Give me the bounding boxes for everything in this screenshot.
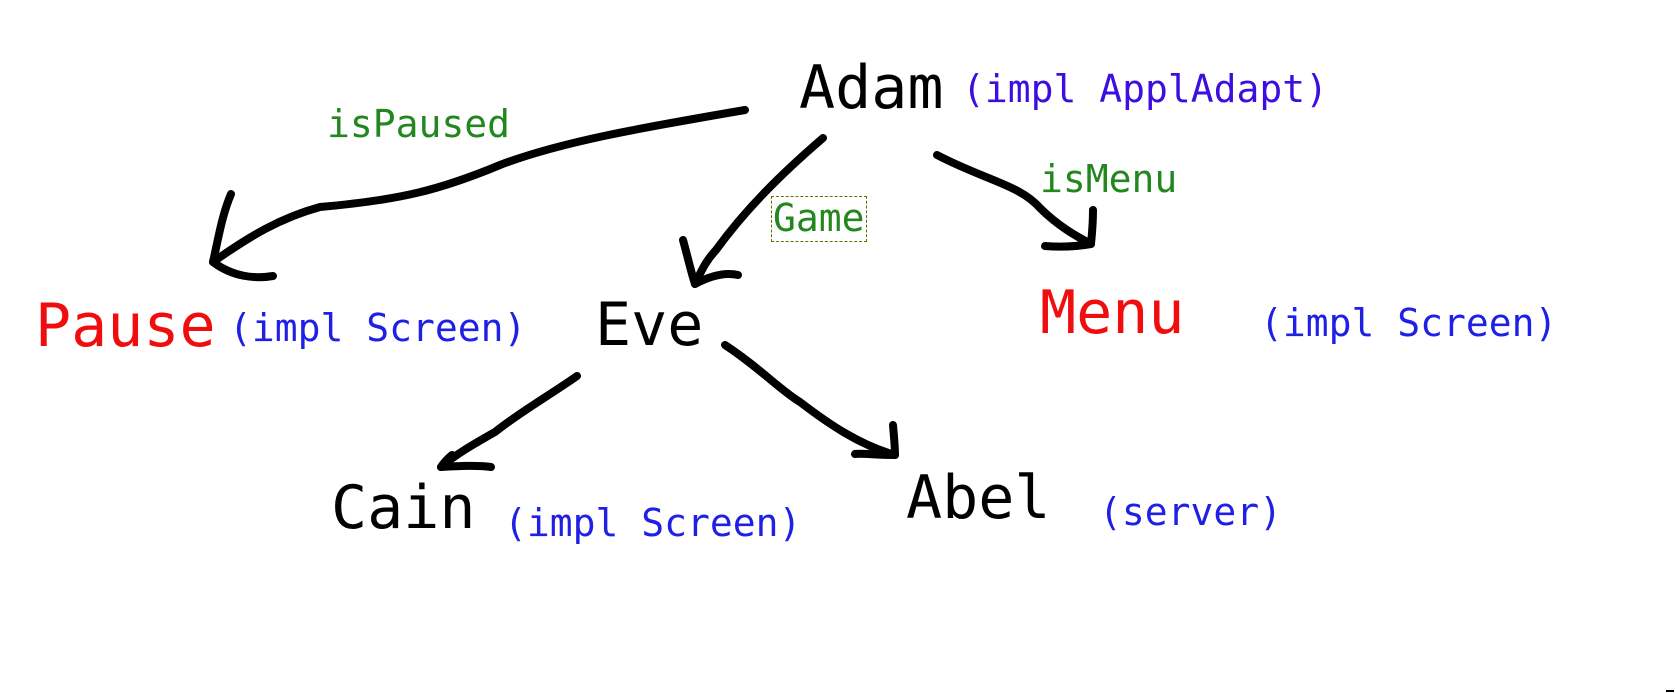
- arrow-eve-to-cain: [437, 372, 581, 471]
- arrowhead-adam-to-pause: [209, 190, 277, 282]
- node-adam: Adam: [799, 53, 944, 123]
- node-menu: Menu: [1040, 278, 1185, 348]
- arrow-eve-to-abel: [721, 341, 899, 459]
- node-abel: Abel: [906, 463, 1051, 533]
- node-adam-impl: (impl ApplAdapt): [962, 67, 1329, 111]
- arrowhead-eve-to-cain: [437, 451, 495, 471]
- arrowhead-adam-to-menu: [1041, 206, 1097, 251]
- arrow-adam-to-menu: [933, 151, 1095, 248]
- arrow-adam-to-eve: [691, 134, 827, 288]
- edge-label-game: Game: [771, 196, 867, 242]
- arrowhead-adam-to-eve: [679, 236, 742, 288]
- arrowhead-eve-to-abel: [851, 421, 899, 459]
- arrow-adam-to-pause: [209, 106, 749, 266]
- corner-mark: [1666, 690, 1674, 692]
- node-cain-impl: (impl Screen): [504, 501, 802, 545]
- node-abel-impl: (server): [1099, 490, 1283, 534]
- node-pause-impl: (impl Screen): [229, 306, 527, 350]
- node-cain: Cain: [331, 473, 476, 543]
- node-menu-impl: (impl Screen): [1260, 301, 1558, 345]
- node-pause: Pause: [35, 291, 216, 361]
- node-eve: Eve: [595, 290, 704, 360]
- edge-label-is-paused: isPaused: [327, 102, 511, 146]
- edge-label-is-menu: isMenu: [1040, 157, 1178, 201]
